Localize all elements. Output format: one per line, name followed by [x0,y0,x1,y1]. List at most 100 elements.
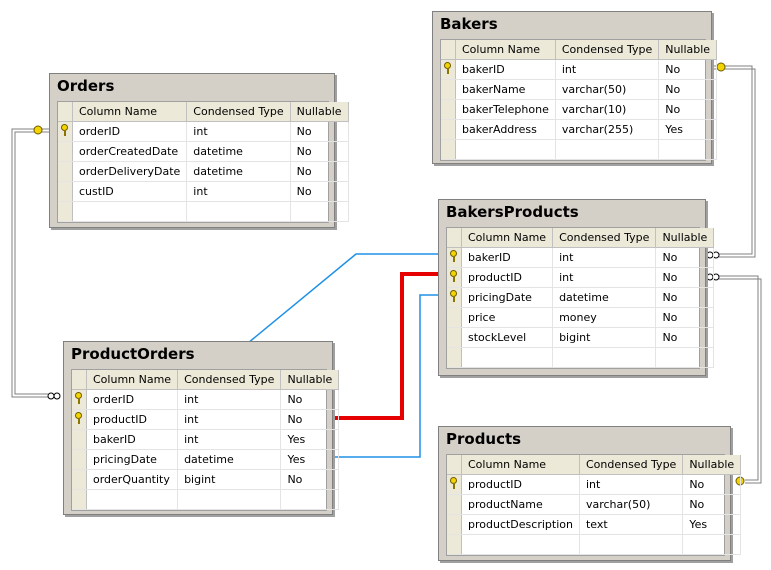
empty-cell [455,139,556,160]
column-name-header[interactable]: Column Name [461,455,580,475]
column-name-header[interactable]: Column Name [455,40,556,60]
empty-cell [72,201,188,222]
row-selector[interactable] [447,494,462,515]
column-name-header[interactable]: Column Name [461,228,554,248]
row-selector[interactable] [58,201,73,222]
condensed-type-header[interactable]: Condensed Type [186,102,291,122]
row-selector[interactable] [58,141,73,162]
condensed-type-header[interactable]: Condensed Type [555,40,660,60]
nullable-header[interactable]: Nullable [682,455,742,475]
condensed-type-header[interactable]: Condensed Type [177,370,282,390]
column-name: bakerName [455,79,556,100]
column-name-header[interactable]: Column Name [86,370,179,390]
column-type: int [186,181,291,202]
row-selector[interactable] [447,267,462,288]
row-selector[interactable] [447,347,462,368]
nullable-header[interactable]: Nullable [290,102,349,122]
column-name: bakerID [455,59,556,80]
row-selector[interactable] [447,327,462,348]
row-selector[interactable] [72,409,87,430]
empty-row[interactable] [72,489,340,510]
row-selector[interactable] [441,59,456,80]
column-name: orderID [72,121,188,142]
column-type: int [552,267,657,288]
row-selector-header [441,40,456,60]
row-selector[interactable] [441,99,456,120]
empty-cell [280,489,340,510]
nullable-header[interactable]: Nullable [658,40,718,60]
nullable-header[interactable]: Nullable [280,370,340,390]
condensed-type-header[interactable]: Condensed Type [552,228,657,248]
primary-key-icon [74,412,84,424]
row-selector[interactable] [447,287,462,308]
row-selector[interactable] [447,514,462,535]
column-nullable: No [682,494,742,515]
row-selector[interactable] [441,119,456,140]
empty-row[interactable] [441,139,718,160]
empty-cell [555,139,660,160]
column-name: stockLevel [461,327,554,348]
column-type: int [177,409,282,430]
row-selector[interactable] [72,469,87,490]
row-selector[interactable] [58,161,73,182]
empty-row[interactable] [447,347,715,368]
row-selector[interactable] [447,247,462,268]
row-selector[interactable] [447,534,462,555]
row-selector[interactable] [72,389,87,410]
row-selector[interactable] [58,181,73,202]
row-selector[interactable] [447,474,462,495]
column-type: varchar(10) [555,99,660,120]
empty-row[interactable] [58,201,349,222]
row-selector[interactable] [441,79,456,100]
column-type: datetime [186,141,291,162]
nullable-header[interactable]: Nullable [655,228,715,248]
row-selector[interactable] [72,429,87,450]
column-name: custID [72,181,188,202]
row-selector[interactable] [72,489,87,510]
rel-products-bakersproducts[interactable] [719,275,762,484]
column-nullable: Yes [280,429,340,450]
column-nullable: No [655,327,715,348]
column-nullable: Yes [658,119,718,140]
column-nullable: No [280,469,340,490]
table-title: Products [446,430,522,448]
empty-row[interactable] [447,534,742,555]
row-selector[interactable] [72,449,87,470]
row-selector[interactable] [447,307,462,328]
rel-bakers-bakersproducts[interactable] [712,65,756,258]
infinity-end-icon [47,392,61,400]
column-type: bigint [177,469,282,490]
condensed-type-header[interactable]: Condensed Type [579,455,684,475]
row-selector[interactable] [441,139,456,160]
column-name-header[interactable]: Column Name [72,102,188,122]
row-selector[interactable] [58,121,73,142]
